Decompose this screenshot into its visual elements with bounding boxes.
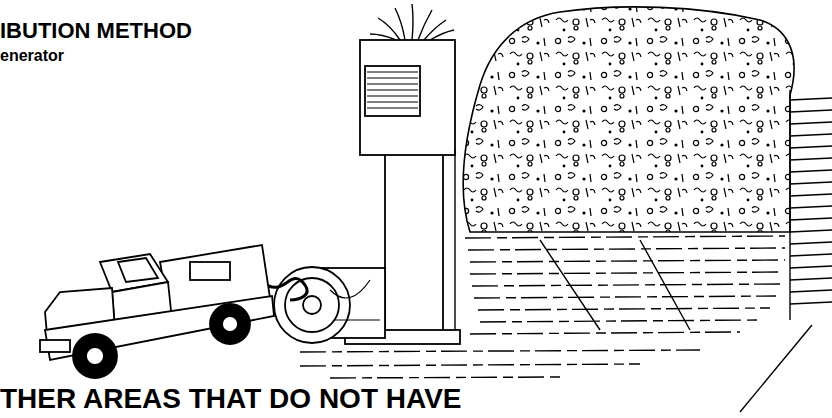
- fog-cloud: [463, 7, 794, 232]
- blower-fan: [274, 267, 385, 343]
- pickup-truck: [40, 245, 274, 378]
- floor-edge: [455, 150, 812, 412]
- heading-text: IBUTION METHOD: [0, 20, 192, 42]
- crawlspace-floor: [300, 236, 785, 378]
- siding-wall: [790, 90, 832, 320]
- caption-text: THER AREAS THAT DO NOT HAVE: [0, 385, 461, 413]
- exhaust-plume: [370, 4, 454, 40]
- subheading-text: enerator: [0, 48, 64, 64]
